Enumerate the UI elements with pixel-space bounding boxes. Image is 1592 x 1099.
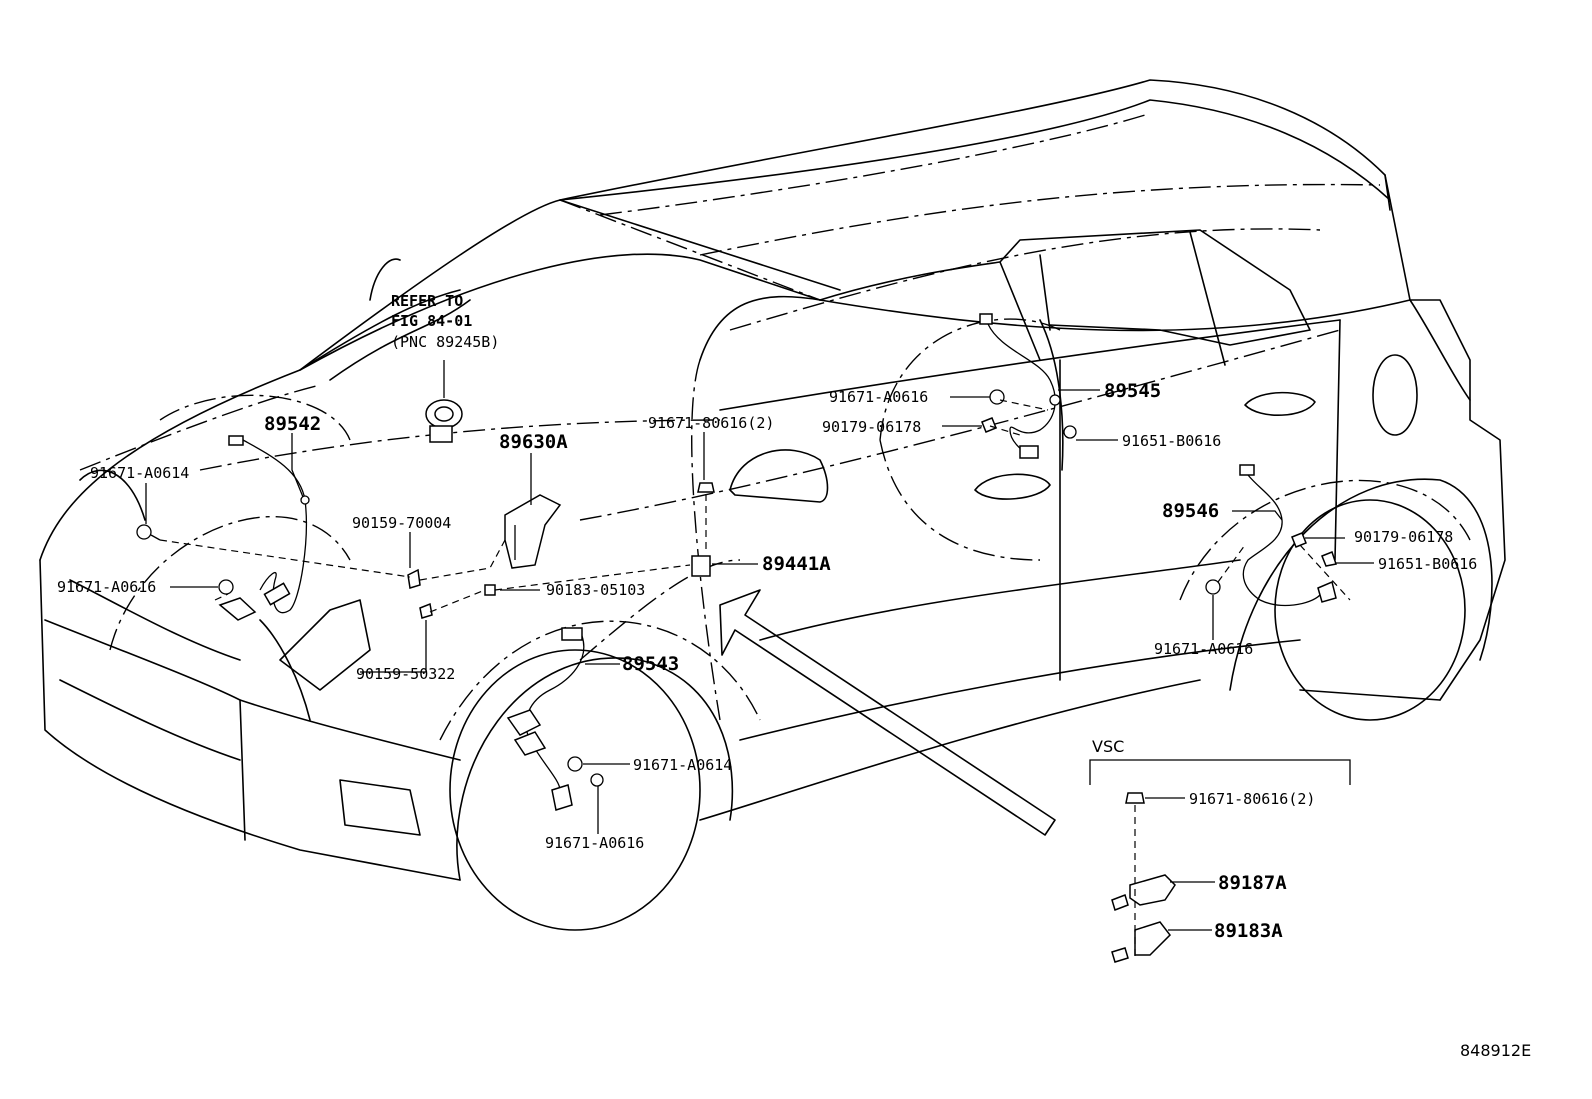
label-bolt-70004: 90159-70004 (352, 514, 451, 532)
label-89187a: 89187A (1218, 872, 1287, 894)
refer-note-line2: FIG 84-01 (391, 312, 472, 330)
label-clip-rear-lower: 91651-B0616 (1378, 555, 1477, 573)
label-bolt-rear-upper: 91671-A0616 (829, 388, 928, 406)
refer-note-line3: (PNC 89245B) (391, 333, 499, 351)
label-89543: 89543 (622, 653, 679, 675)
label-89542: 89542 (264, 413, 321, 435)
label-bolt-50322: 90159-50322 (356, 665, 455, 683)
rear-right-speed-sensor-part (1239, 464, 1337, 607)
label-89545: 89545 (1104, 380, 1161, 402)
clip-89441a-part (691, 555, 711, 577)
label-bolt-80616-body: 91671-80616(2) (648, 414, 774, 432)
callout-labels: REFER TO FIG 84-01 (PNC 89245B) 89542 89… (57, 292, 1531, 1060)
label-89183a: 89183A (1214, 920, 1283, 942)
label-89441a: 89441A (762, 553, 831, 575)
label-bolt-front-right-b: 91671-A0616 (545, 834, 644, 852)
label-bolt-rear-lower: 91671-A0616 (1154, 640, 1253, 658)
vsc-label: VSC (1092, 737, 1124, 756)
vehicle-body-outline (39, 79, 1506, 931)
front-right-speed-sensor-part (506, 627, 585, 811)
label-bolt-front-right-a: 91671-A0614 (633, 756, 732, 774)
sensor-bracket-part (504, 494, 562, 569)
label-clip-rear-upper: 91651-B0616 (1122, 432, 1221, 450)
yaw-rate-sensor-part (1111, 921, 1171, 963)
label-clamp-rear-lower: 90179-06178 (1354, 528, 1453, 546)
label-bolt-front-left-top: 91671-A0614 (90, 464, 189, 482)
label-bolt-80616-vsc: 91671-80616(2) (1189, 790, 1315, 808)
vsc-bracket-part (1111, 874, 1176, 911)
illustration-id: 848912E (1460, 1041, 1531, 1060)
leader-lines (145, 360, 1374, 931)
rear-left-speed-sensor-part (979, 313, 1061, 459)
label-clamp-rear-upper: 90179-06178 (822, 418, 921, 436)
label-bolt-front-left-bottom: 91671-A0616 (57, 578, 156, 596)
front-left-speed-sensor-part (218, 435, 310, 621)
label-89546: 89546 (1162, 500, 1219, 522)
vsc-bracket-outline (1089, 759, 1351, 785)
spiral-cable-part (425, 399, 463, 443)
fasteners (136, 389, 1351, 960)
refer-note-line1: REFER TO (391, 292, 463, 310)
pointer-arrow (719, 589, 1056, 836)
label-nut-05103: 90183-05103 (546, 581, 645, 599)
label-89630a: 89630A (499, 431, 568, 453)
